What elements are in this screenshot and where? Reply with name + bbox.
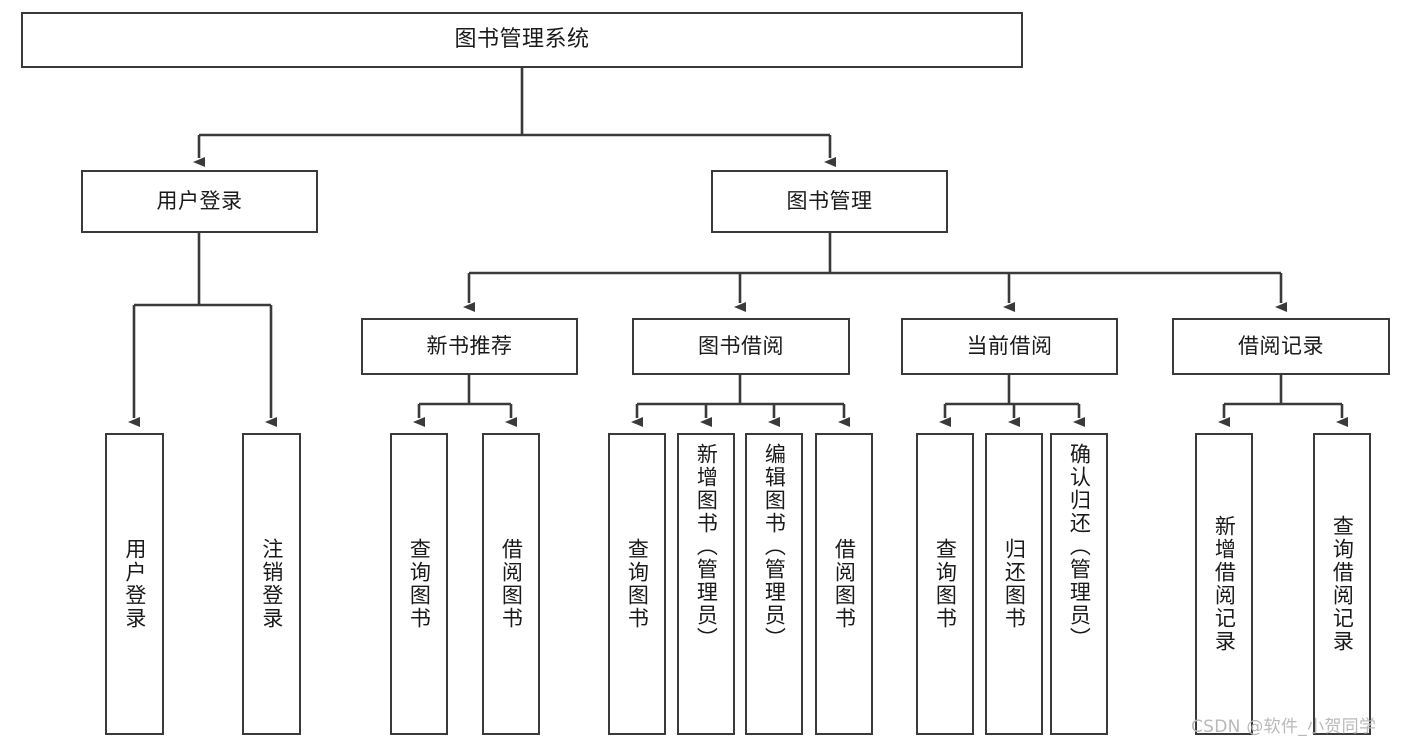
leaf-user-login-signout[interactable]: 注销登录 <box>242 433 301 735</box>
node-label: 借阅图书 <box>832 538 857 630</box>
leaf-recommend-borrow-book[interactable]: 借阅图书 <box>482 433 540 735</box>
leaf-borrow-add-book-admin[interactable]: 新增图书（管理员） <box>677 433 735 735</box>
node-book-management[interactable]: 图书管理 <box>711 170 948 233</box>
node-label: 当前借阅 <box>966 334 1053 359</box>
node-label: 新书推荐 <box>426 334 513 359</box>
node-label: 查询图书 <box>933 538 958 630</box>
node-label: 借阅图书 <box>499 538 524 630</box>
node-label: 图书管理 <box>786 189 873 214</box>
node-label: 借阅记录 <box>1238 334 1324 359</box>
leaf-borrow-edit-book-admin[interactable]: 编辑图书（管理员） <box>745 433 803 735</box>
node-label: 确认归还（管理员） <box>1067 443 1092 650</box>
node-label: 查询借阅记录 <box>1330 515 1355 653</box>
node-label: 用户登录 <box>156 189 243 214</box>
node-label: 新增借阅记录 <box>1212 515 1237 653</box>
node-label: 图书借阅 <box>698 334 784 359</box>
leaf-recommend-query-book[interactable]: 查询图书 <box>390 433 448 735</box>
node-new-book-recommend[interactable]: 新书推荐 <box>361 318 578 375</box>
node-label: 注销登录 <box>259 538 284 630</box>
node-label: 查询图书 <box>625 538 650 630</box>
leaf-current-confirm-return-admin[interactable]: 确认归还（管理员） <box>1050 433 1108 735</box>
leaf-borrow-borrow-book[interactable]: 借阅图书 <box>815 433 873 735</box>
csdn-watermark: CSDN @软件_小贺同学 <box>1191 717 1377 737</box>
node-user-login[interactable]: 用户登录 <box>81 170 318 233</box>
leaf-record-add-record[interactable]: 新增借阅记录 <box>1195 433 1253 735</box>
node-label: 编辑图书（管理员） <box>762 443 787 650</box>
leaf-current-return-book[interactable]: 归还图书 <box>985 433 1043 735</box>
node-label: 归还图书 <box>1002 538 1027 630</box>
leaf-user-login-signin[interactable]: 用户登录 <box>105 433 164 735</box>
node-label: 用户登录 <box>122 538 147 630</box>
leaf-borrow-query-book[interactable]: 查询图书 <box>608 433 666 735</box>
node-label: 图书管理系统 <box>454 27 590 53</box>
node-label: 查询图书 <box>407 538 432 630</box>
leaf-current-query-book[interactable]: 查询图书 <box>916 433 974 735</box>
node-borrow-record[interactable]: 借阅记录 <box>1172 318 1390 375</box>
node-book-borrow[interactable]: 图书借阅 <box>632 318 850 375</box>
node-current-borrow[interactable]: 当前借阅 <box>901 318 1118 375</box>
leaf-record-query-record[interactable]: 查询借阅记录 <box>1313 433 1371 735</box>
node-label: 新增图书（管理员） <box>694 443 719 650</box>
node-root-system[interactable]: 图书管理系统 <box>21 12 1023 68</box>
